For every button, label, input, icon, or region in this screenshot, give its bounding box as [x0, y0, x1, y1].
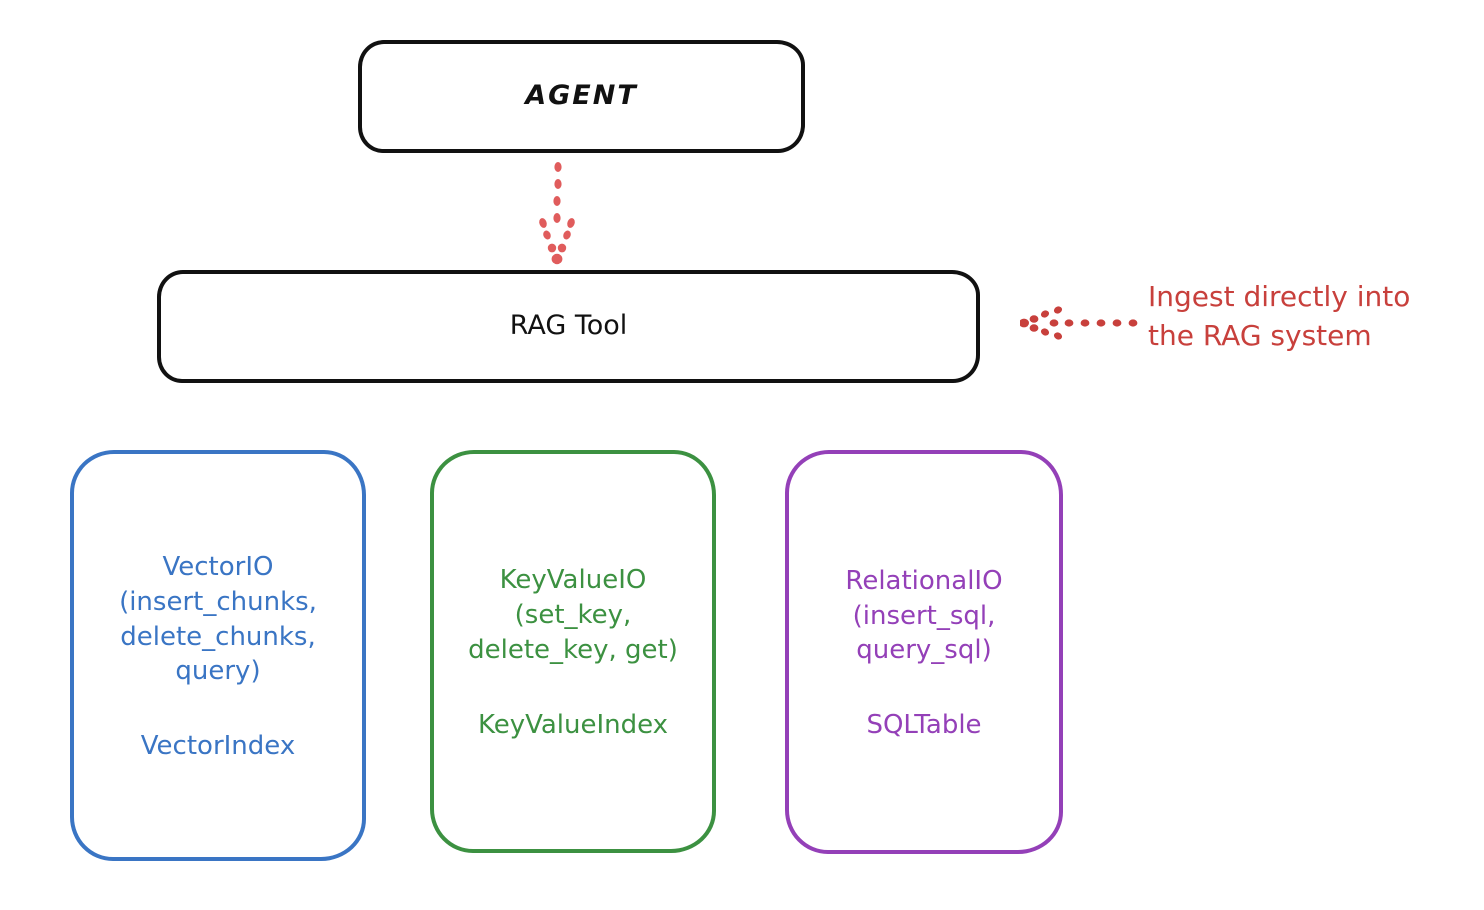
connector-agent-to-rag-tool-icon: [508, 160, 608, 274]
annotation-ingest-note: Ingest directly into the RAG system: [1148, 280, 1411, 352]
node-key-value-io-api: KeyValueIO (set_key, delete_key, get): [468, 565, 678, 665]
node-agent-label: AGENT: [525, 80, 638, 112]
node-vector-io-api: VectorIO (insert_chunks, delete_chunks, …: [119, 551, 317, 687]
node-vector-io-entity: VectorIndex: [140, 731, 296, 762]
node-agent[interactable]: AGENT: [358, 40, 805, 153]
node-rag-tool-label: RAG Tool: [509, 310, 628, 342]
node-relational-io[interactable]: RelationalIO (insert_sql, query_sql) SQL…: [785, 450, 1063, 854]
node-key-value-io[interactable]: KeyValueIO (set_key, delete_key, get) Ke…: [430, 450, 716, 853]
node-relational-io-entity: SQLTable: [866, 710, 982, 741]
node-key-value-io-entity: KeyValueIndex: [477, 709, 669, 740]
connector-ingest-to-rag-tool-icon: [1019, 300, 1140, 350]
node-rag-tool[interactable]: RAG Tool: [157, 270, 980, 383]
node-relational-io-api: RelationalIO (insert_sql, query_sql): [845, 565, 1003, 666]
node-vector-io[interactable]: VectorIO (insert_chunks, delete_chunks, …: [70, 450, 366, 861]
